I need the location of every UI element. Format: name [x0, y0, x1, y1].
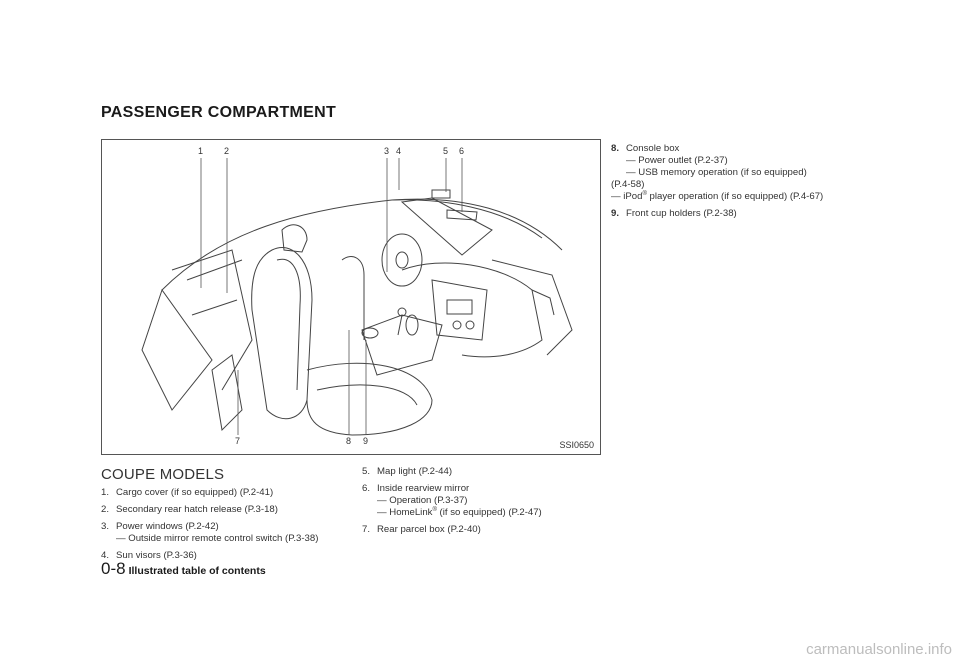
interior-illustration: 1 2 3 4 5 6 7 8 9 SSI0650 — [101, 139, 601, 455]
list-item: 1.Cargo cover (if so equipped) (P.2-41) — [101, 487, 274, 498]
list-item: 9.Front cup holders (P.2-38) — [611, 208, 737, 219]
list-item: 2.Secondary rear hatch release (P.3-18) — [101, 504, 278, 515]
list-item: 7.Rear parcel box (P.2-40) — [362, 524, 481, 535]
list-item: 5.Map light (P.2-44) — [362, 466, 453, 477]
callout-4: 4 — [396, 146, 401, 156]
list-item: 4.Sun visors (P.3-36) — [101, 550, 197, 561]
callout-9: 9 — [363, 436, 368, 446]
list-item: 8.Console box — Power outlet (P.2-37) — … — [611, 143, 824, 202]
callout-3: 3 — [384, 146, 389, 156]
item-list-column-3: 8.Console box — Power outlet (P.2-37) — … — [611, 143, 866, 225]
chapter-title: Illustrated table of contents — [128, 565, 266, 577]
figure-code: SSI0650 — [559, 440, 594, 450]
coupe-item-list: 1.Cargo cover (if so equipped) (P.2-41) … — [101, 487, 351, 567]
callout-8: 8 — [346, 436, 351, 446]
callout-1: 1 — [198, 146, 203, 156]
cabin-drawing: 1 2 3 4 5 6 7 8 9 — [141, 146, 573, 446]
callout-5: 5 — [443, 146, 448, 156]
watermark: carmanualsonline.info — [806, 641, 952, 658]
callout-6: 6 — [459, 146, 464, 156]
list-item: 3.Power windows (P.2-42)— Outside mirror… — [101, 521, 319, 544]
page-number: 0-8 — [101, 559, 126, 578]
callout-7: 7 — [235, 436, 240, 446]
section-title: PASSENGER COMPARTMENT — [101, 104, 337, 121]
coupe-heading: COUPE MODELS — [101, 466, 225, 483]
callout-2: 2 — [224, 146, 229, 156]
list-item: 6.Inside rearview mirror — Operation (P.… — [362, 483, 542, 518]
item-list-column-2: 5.Map light (P.2-44) 6.Inside rearview m… — [362, 466, 602, 541]
